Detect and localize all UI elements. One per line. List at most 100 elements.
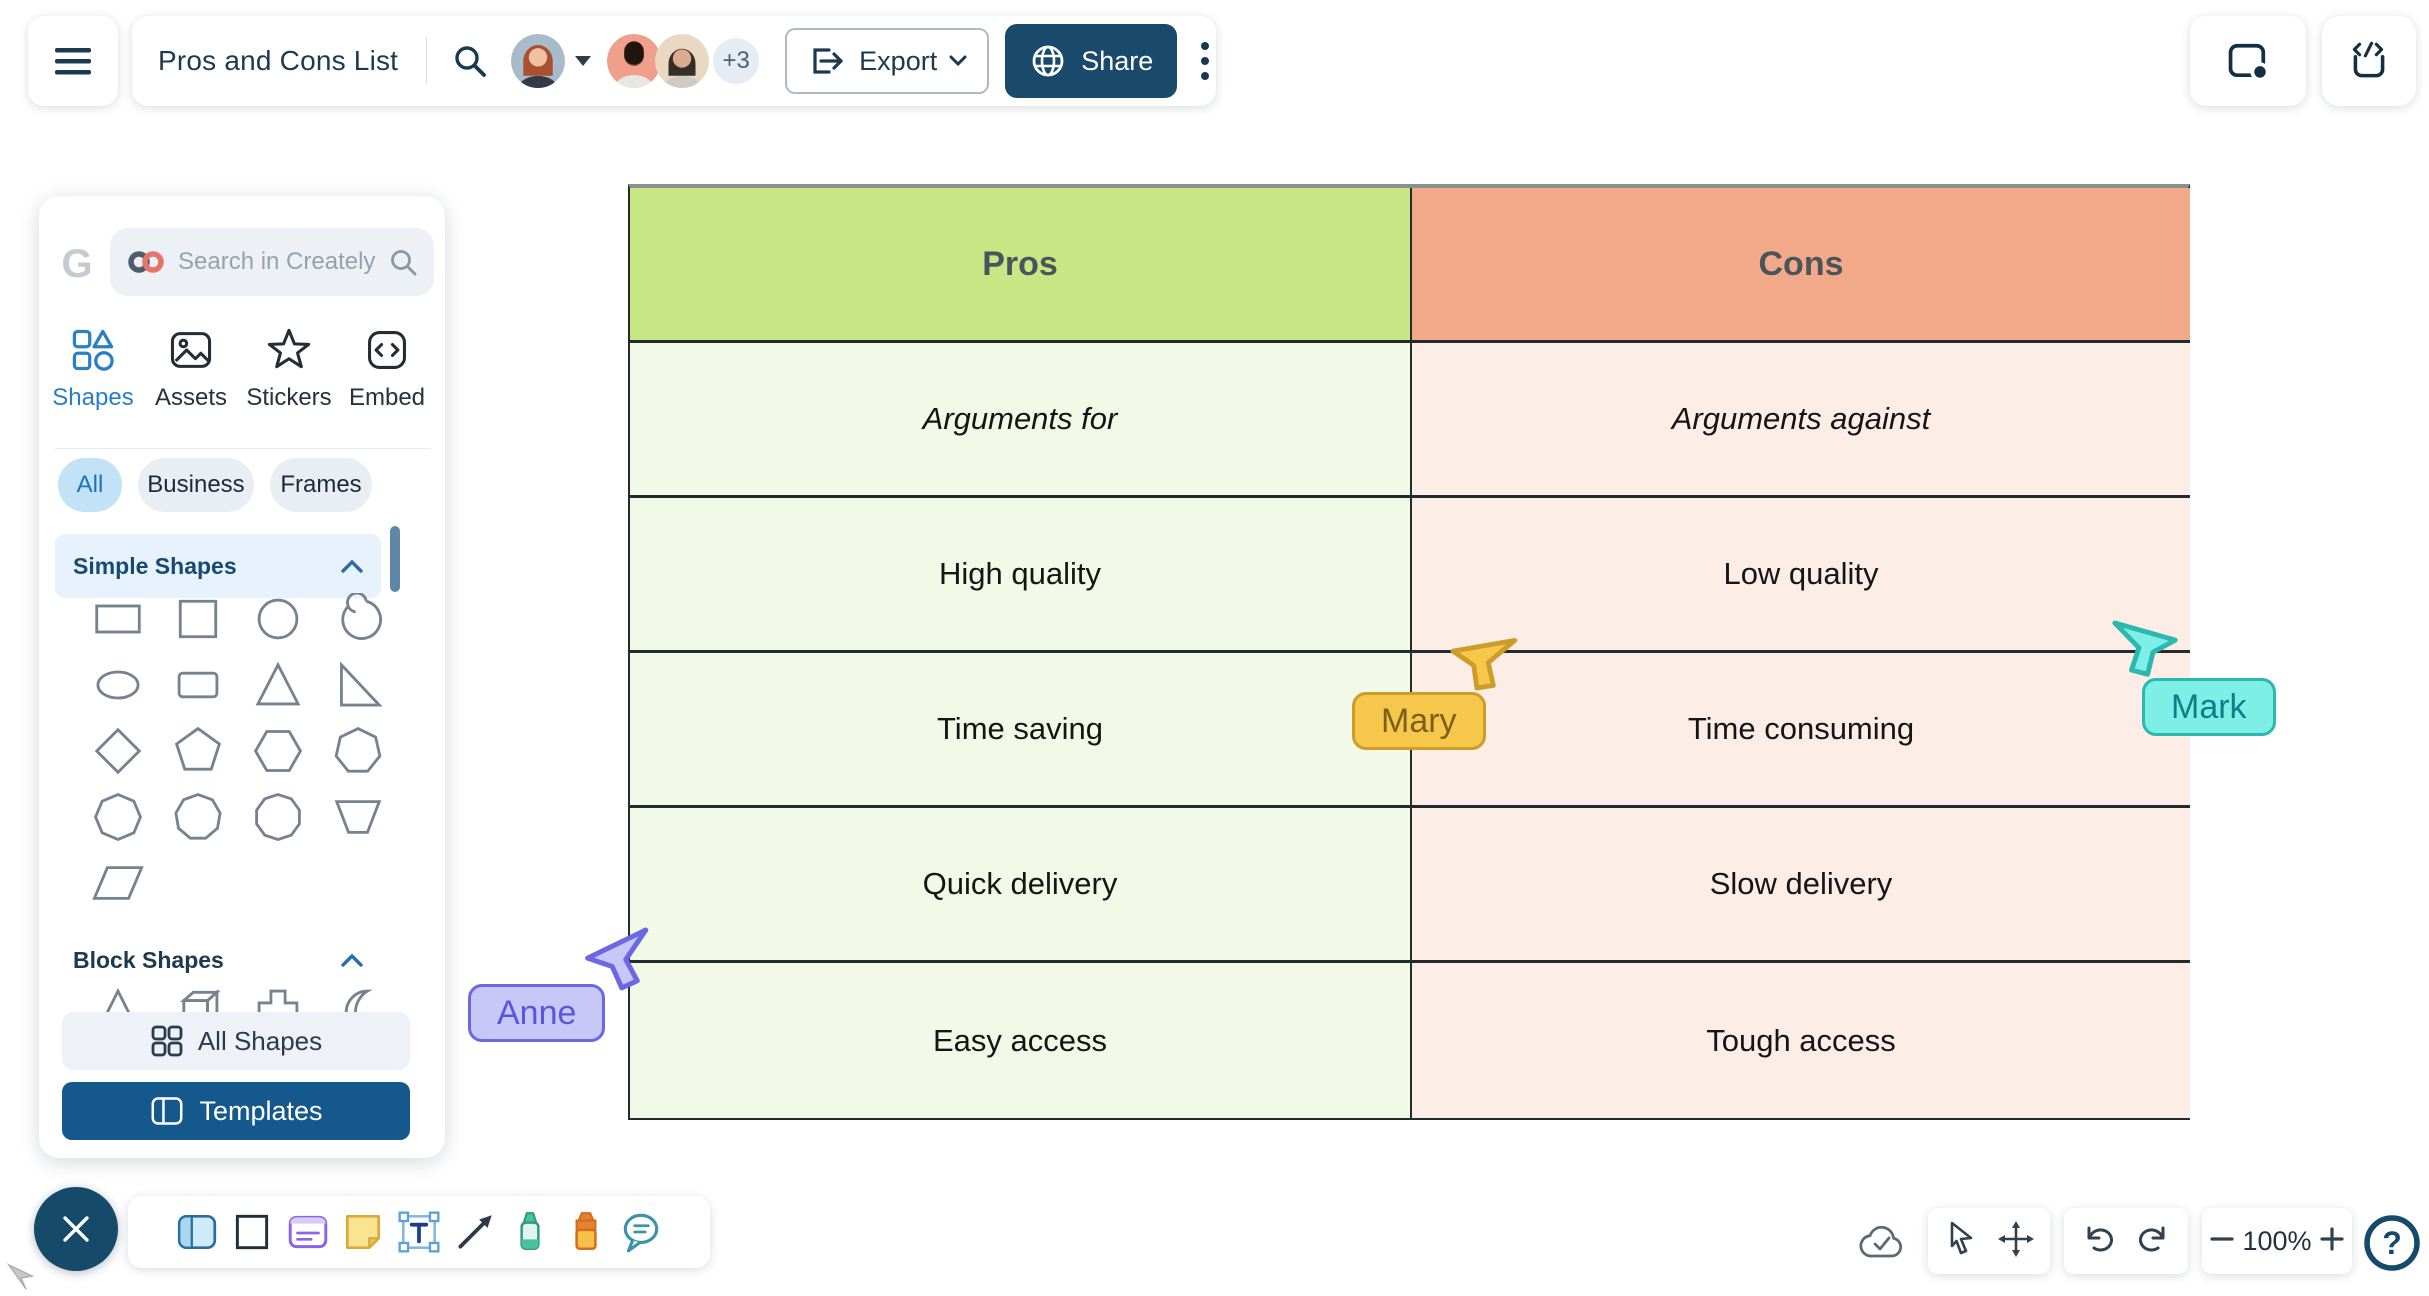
tab-embed[interactable]: Embed — [339, 326, 435, 412]
table-cell[interactable]: Easy access — [630, 963, 1410, 1118]
table-cell[interactable]: Time consuming — [1410, 653, 2190, 808]
cursor-arrow-anne — [585, 927, 649, 991]
cursor-label-mark: Mark — [2142, 678, 2276, 736]
table-cell[interactable]: Low quality — [1410, 498, 2190, 653]
shapes-panel — [39, 196, 445, 1158]
table-cell[interactable]: Arguments for — [630, 343, 1410, 498]
embed-icon — [368, 331, 406, 369]
section-block-shapes[interactable]: Block Shapes — [55, 938, 381, 982]
shape-trapezoid[interactable] — [318, 784, 398, 850]
table-cell[interactable]: Quick delivery — [630, 808, 1410, 963]
sticky-note-icon — [346, 1214, 381, 1250]
more-options-button[interactable] — [1199, 39, 1211, 83]
table-header-pros[interactable]: Pros — [630, 188, 1410, 343]
embed-code-button[interactable] — [2322, 16, 2416, 106]
undo-button[interactable] — [2079, 1219, 2119, 1264]
marker-tool[interactable] — [507, 1209, 553, 1255]
redo-button[interactable] — [2133, 1219, 2173, 1264]
connector-tool[interactable] — [452, 1209, 498, 1255]
shape-pentagon[interactable] — [158, 718, 238, 784]
shape-heptagon[interactable] — [318, 718, 398, 784]
chevron-down-icon — [949, 55, 967, 67]
zoom-out-icon — [2210, 1236, 2234, 1241]
filter-business[interactable]: Business — [138, 458, 254, 512]
cursor-arrow-mark — [2112, 620, 2178, 677]
shape-square[interactable] — [158, 586, 238, 652]
export-button[interactable]: Export — [785, 28, 990, 94]
shape-circle[interactable] — [238, 586, 318, 652]
text-tool[interactable] — [396, 1209, 442, 1255]
highlighter-tool[interactable] — [563, 1209, 609, 1255]
tab-label: Assets — [154, 384, 228, 411]
pointer-tool[interactable] — [1942, 1219, 1982, 1264]
tab-assets[interactable]: Assets — [143, 326, 239, 412]
help-icon: ? — [2364, 1215, 2420, 1271]
pan-tool[interactable] — [1996, 1219, 2036, 1264]
search-button[interactable] — [451, 42, 489, 80]
frame-tool[interactable] — [174, 1209, 220, 1255]
filter-frames[interactable]: Frames — [270, 458, 372, 512]
zoom-out-button[interactable] — [2209, 1226, 2235, 1257]
cursor-label-anne: Anne — [468, 984, 606, 1042]
close-toolbar-button[interactable] — [34, 1187, 118, 1271]
rectangle-tool[interactable] — [229, 1209, 275, 1255]
tab-shapes[interactable]: Shapes — [45, 326, 141, 412]
document-title[interactable]: Pros and Cons List — [158, 45, 399, 76]
table-cell[interactable]: Slow delivery — [1410, 808, 2190, 963]
filter-all[interactable]: All — [58, 458, 122, 512]
pan-icon — [1998, 1220, 2034, 1257]
shape-octagon[interactable] — [78, 784, 158, 850]
table-cell[interactable]: High quality — [630, 498, 1410, 653]
help-button[interactable]: ? — [2362, 1213, 2422, 1278]
pros-cons-table[interactable]: Pros Cons Arguments for Arguments agains… — [628, 184, 2190, 1120]
shape-right-triangle[interactable] — [318, 652, 398, 718]
shape-diamond[interactable] — [78, 718, 158, 784]
highlighter-icon — [575, 1212, 597, 1250]
search-icon — [391, 250, 417, 276]
avatar[interactable] — [655, 34, 710, 88]
tab-stickers[interactable]: Stickers — [241, 326, 337, 412]
section-simple-shapes[interactable]: Simple Shapes — [55, 534, 381, 598]
shape-rectangle[interactable] — [78, 586, 158, 652]
google-logo: G — [61, 241, 93, 286]
main-menu-button[interactable] — [28, 16, 118, 106]
panel-scrollbar[interactable] — [390, 526, 400, 592]
shape-parallelogram[interactable] — [78, 850, 158, 916]
templates-button[interactable]: Templates — [62, 1082, 410, 1140]
avatar[interactable] — [607, 34, 662, 88]
table-cell[interactable]: Tough access — [1410, 963, 2190, 1118]
zoom-in-button[interactable] — [2319, 1226, 2345, 1257]
share-button[interactable]: Share — [1005, 24, 1178, 98]
card-tool[interactable] — [285, 1209, 331, 1255]
shape-ellipse[interactable] — [78, 652, 158, 718]
shape-triangle[interactable] — [238, 652, 318, 718]
panel-search-input[interactable] — [178, 248, 376, 276]
more-collaborators-badge[interactable]: +3 — [713, 38, 760, 84]
comment-tool[interactable] — [618, 1209, 664, 1255]
quick-tools-toolbar — [128, 1196, 710, 1268]
shape-nonagon[interactable] — [158, 784, 238, 850]
all-shapes-button[interactable]: All Shapes — [62, 1012, 410, 1070]
menu-icon — [55, 48, 91, 75]
avatar[interactable] — [511, 34, 566, 88]
tab-label: Shapes — [52, 384, 134, 411]
shape-rounded-rectangle[interactable] — [158, 652, 238, 718]
mouse-cursor — [6, 1263, 35, 1290]
comment-icon — [624, 1213, 659, 1253]
undo-redo-controls — [2064, 1208, 2188, 1274]
sticky-note-tool[interactable] — [340, 1209, 386, 1255]
present-frame-icon — [2228, 43, 2270, 82]
zoom-level[interactable]: 100% — [2242, 1225, 2312, 1256]
panel-search-bar[interactable] — [110, 228, 434, 296]
present-button[interactable] — [2190, 16, 2306, 106]
all-shapes-label: All Shapes — [197, 1025, 323, 1056]
svg-text:?: ? — [2382, 1225, 2402, 1261]
shape-decagon[interactable] — [238, 784, 318, 850]
table-cell[interactable]: Time saving — [630, 653, 1410, 808]
shape-spiral[interactable] — [318, 586, 398, 652]
avatar-dropdown-caret[interactable] — [573, 54, 593, 68]
table-header-cons[interactable]: Cons — [1410, 188, 2190, 343]
chevron-up-icon — [341, 559, 363, 573]
shape-hexagon[interactable] — [238, 718, 318, 784]
table-cell[interactable]: Arguments against — [1410, 343, 2190, 498]
